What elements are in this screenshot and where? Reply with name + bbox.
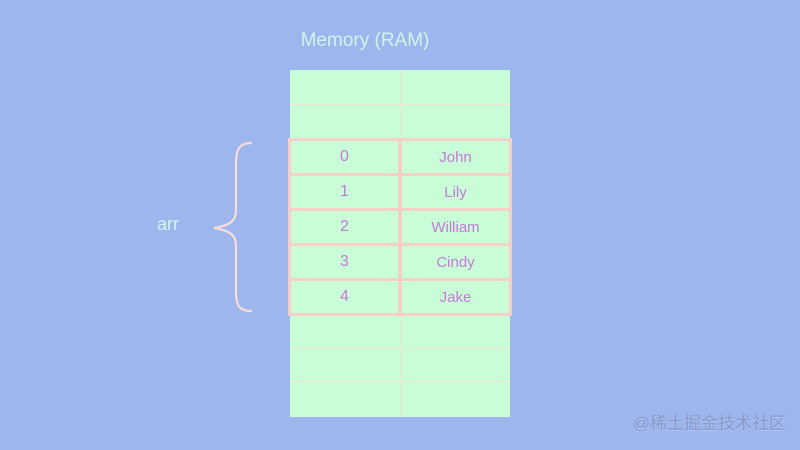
array-value-cell: John: [399, 138, 512, 176]
memory-row: [290, 70, 510, 105]
memory-title: Memory (RAM): [300, 30, 430, 51]
memory-row: [290, 382, 510, 416]
array-index-cell: 0: [288, 138, 401, 176]
array-index-cell: 2: [288, 208, 401, 246]
array-value-cell: William: [399, 208, 512, 246]
array-index-cell: 1: [288, 173, 401, 211]
array-index-cell: 4: [288, 278, 401, 316]
array-label: arr: [157, 214, 179, 234]
array-value-cell: Lily: [399, 173, 512, 211]
memory-column-divider: [400, 382, 401, 416]
memory-row: [290, 104, 510, 140]
array-index-cell: 3: [288, 243, 401, 281]
memory-row: [290, 347, 510, 383]
memory-column-divider: [400, 312, 401, 347]
memory-column-divider: [400, 70, 401, 104]
array-value-cell: Cindy: [399, 243, 512, 281]
array-value-cell: Jake: [399, 278, 512, 316]
memory-column-divider: [400, 104, 401, 139]
watermark: @稀土掘金技术社区: [632, 414, 786, 433]
memory-column-divider: [400, 347, 401, 382]
memory-row: [290, 312, 510, 348]
curly-brace-icon: [213, 141, 253, 313]
